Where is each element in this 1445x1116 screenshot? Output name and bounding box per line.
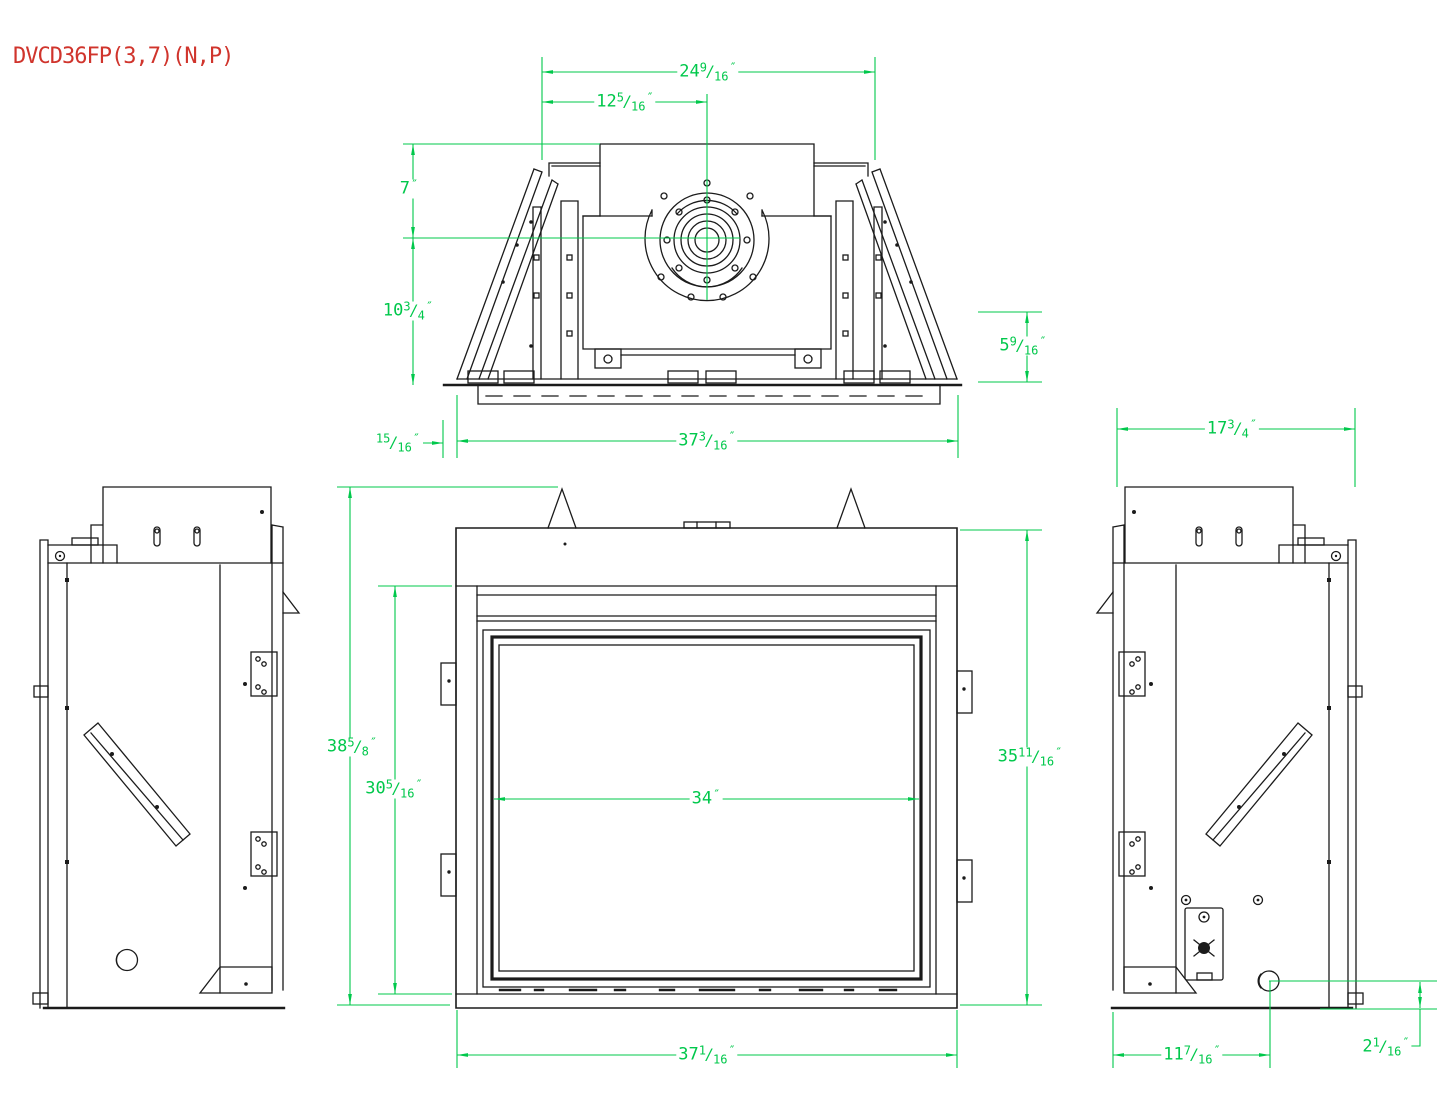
rail-holes [529,220,887,348]
right-side-view-drawing [1095,486,1364,1010]
dim-label-front-glass-width: 34″ [689,787,723,809]
left-diagonal-brace [83,722,191,847]
dim-label-plan-base-lip: 15/16″ [373,431,423,455]
dim-plan-base-lip-lines [423,420,444,458]
dim-label-side-bottom-depth: 117/16″ [1161,1043,1223,1067]
top-view-drawing [442,143,963,405]
gas-valve-plate [1180,894,1264,981]
dim-label-plan-overall-width: 373/16″ [676,429,738,453]
front-view-drawing [440,487,973,1009]
dim-label-plan-overall-top: 249/16″ [677,60,739,84]
dim-label-side-gas-line-height: 21/16″ [1360,1035,1412,1059]
dim-label-front-opening-height: 305/16″ [363,777,425,801]
dim-front-body-height-lines [960,529,1042,1006]
dim-label-side-top-depth: 173/4″ [1204,417,1260,441]
dim-label-front-overall-width: 371/16″ [676,1043,738,1067]
drawing-title: DVCD36FP(3,7)(N,P) [13,44,234,69]
dim-plan-front-to-flue-lines [403,143,740,239]
dim-side-gas-line-height-lines [1269,980,1437,1047]
flue-bolt-holes [657,179,757,301]
left-side-view-drawing [32,486,301,1010]
dim-label-front-overall-height: 385/8″ [324,735,380,759]
dim-label-plan-flue-center: 125/16″ [594,90,656,114]
right-diagonal-brace [1205,722,1313,847]
dim-label-plan-front-to-flue: 7″ [397,177,421,199]
dim-label-plan-right-height: 59/16″ [997,334,1049,358]
dim-label-front-body-height: 3511/16″ [995,745,1065,769]
dim-label-plan-flue-to-back: 103/4″ [380,299,436,323]
